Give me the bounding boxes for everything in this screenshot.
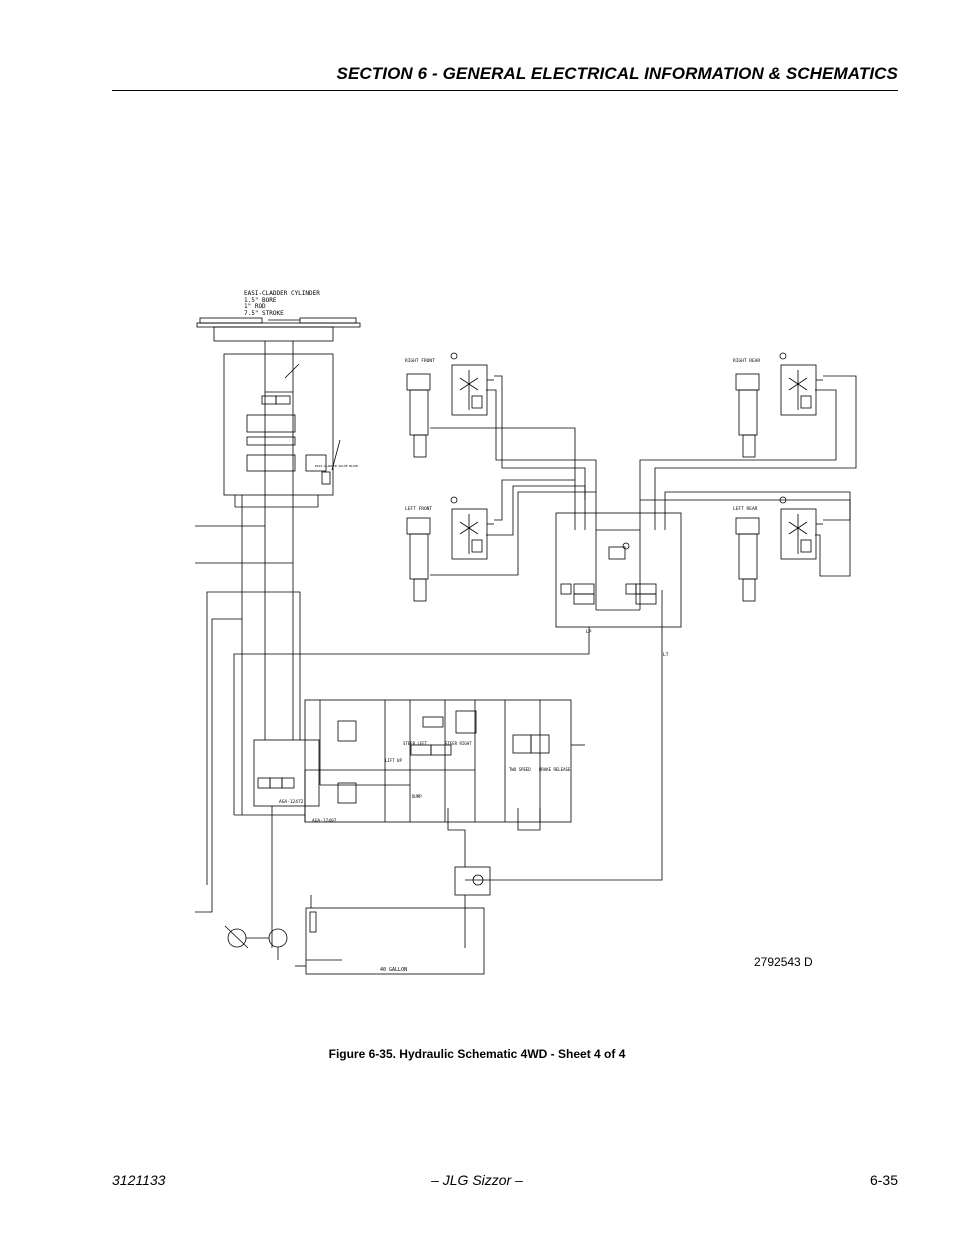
easi-cladder-cylinder bbox=[196, 317, 361, 342]
return-filter bbox=[447, 808, 541, 948]
left-front-label: LEFT FRONT bbox=[405, 506, 432, 512]
dump-label: DUMP bbox=[412, 794, 422, 799]
wheel-motor-right-rear bbox=[735, 352, 823, 458]
drawing-number: 2792543 D bbox=[754, 955, 813, 969]
right-front-label: RIGHT FRONT bbox=[405, 358, 435, 364]
supply-lines bbox=[195, 495, 590, 913]
manifold-left-label: AGA-12472 bbox=[279, 799, 304, 805]
footer-product-name: – JLG Sizzor – bbox=[431, 1172, 523, 1188]
footer-page-number: 6-35 bbox=[869, 1172, 898, 1188]
cylinder-rod: 1" ROD bbox=[244, 303, 266, 310]
main-control-manifold bbox=[304, 699, 585, 823]
return-line-lt bbox=[465, 627, 663, 881]
port-lt: LT bbox=[663, 652, 669, 658]
wheel-motor-left-front bbox=[406, 496, 494, 602]
section-title: SECTION 6 - GENERAL ELECTRICAL INFORMATI… bbox=[336, 64, 898, 83]
port-lp: LP bbox=[586, 629, 592, 635]
right-rear-label: RIGHT REAR bbox=[733, 358, 760, 364]
easi-cladder-valve-block bbox=[223, 341, 341, 496]
steer-right-label: STEER RIGHT bbox=[445, 741, 472, 746]
cylinder-bore: 1.5" BORE bbox=[244, 297, 277, 304]
hydraulic-tank bbox=[295, 895, 485, 975]
wheel-motor-right-front bbox=[406, 352, 494, 458]
lift-up-label: LIFT UP bbox=[385, 758, 402, 763]
left-rear-label: LEFT REAR bbox=[733, 506, 758, 512]
pump-motor bbox=[224, 925, 288, 960]
figure-caption: Figure 6-35. Hydraulic Schematic 4WD - S… bbox=[328, 1047, 626, 1061]
wheel-motor-left-rear bbox=[735, 496, 823, 602]
valve-block-label: EASI-CLADDER VALVE BLOCK bbox=[315, 464, 359, 468]
cylinder-stroke: 7.5" STROKE bbox=[244, 310, 284, 317]
header-divider bbox=[112, 90, 898, 91]
left-manifold bbox=[234, 739, 320, 948]
cylinder-title: EASI-CLADDER CYLINDER bbox=[244, 290, 320, 297]
flow-divider-manifold bbox=[555, 512, 682, 628]
manifold-bottom-label: AGA-12407 bbox=[312, 818, 337, 824]
footer-doc-number: 3121133 bbox=[112, 1172, 166, 1188]
wheel-motor-lines bbox=[430, 375, 857, 577]
tank-label: 40 GALLON bbox=[380, 967, 407, 973]
steer-left-label: STEER LEFT bbox=[403, 741, 428, 746]
two-speed-label: TWO SPEED bbox=[509, 767, 531, 772]
brake-release-label: BRAKE RELEASE bbox=[539, 767, 571, 772]
